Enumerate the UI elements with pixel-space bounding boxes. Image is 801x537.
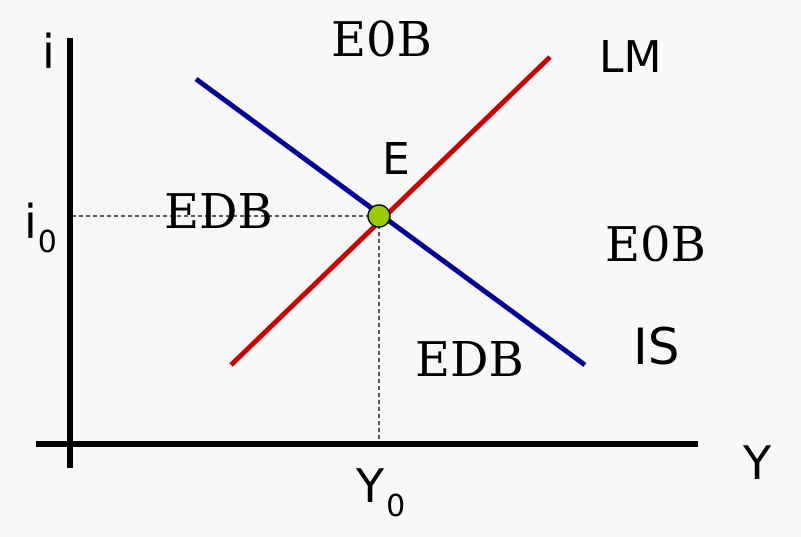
is-curve-label: IS (633, 318, 679, 376)
x-axis-label: Y (742, 436, 772, 490)
region-label-left: EDB (164, 184, 273, 240)
lm-curve (229, 55, 552, 367)
equilibrium-label: E (382, 134, 410, 185)
interest-subscript: 0 (38, 225, 57, 260)
y-axis-label: i (42, 25, 55, 79)
lm-curve-label: LM (599, 32, 661, 83)
interest-equilibrium-label: i0 (24, 195, 57, 260)
equilibrium-point (367, 204, 391, 228)
output-subscript: 0 (386, 489, 405, 524)
output-main: Y (355, 459, 385, 513)
output-equilibrium-label: Y0 (355, 459, 405, 524)
region-label-top: E0B (331, 12, 432, 68)
region-label-bottom: EDB (415, 332, 524, 388)
is-curve (194, 76, 587, 368)
region-label-right: E0B (605, 217, 706, 273)
interest-main: i (24, 195, 37, 249)
